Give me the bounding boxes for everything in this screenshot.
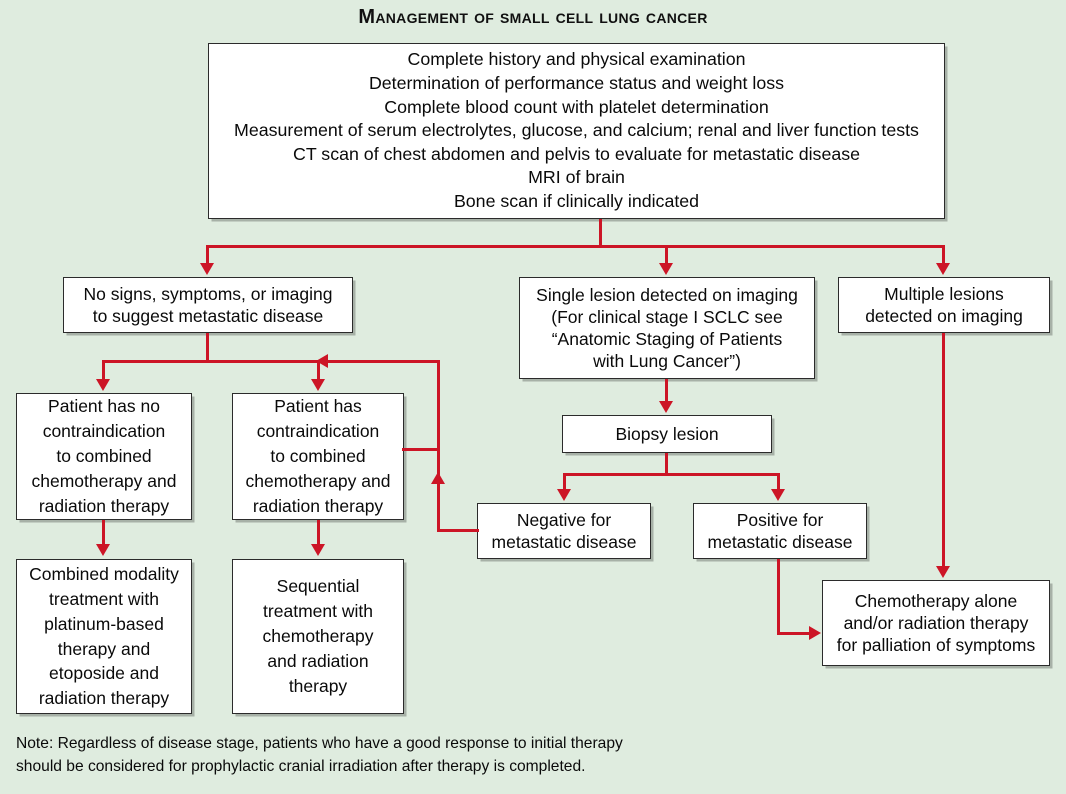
node-single-lesion-label: Single lesion detected on imaging (For c… — [536, 284, 798, 372]
connector-to-no-signs — [206, 245, 209, 265]
node-no-contraindication: Patient has no contraindication to combi… — [16, 393, 192, 520]
node-multiple-lesions-label: Multiple lesions detected on imaging — [865, 283, 1023, 326]
arrowhead-to-positive — [771, 489, 785, 501]
node-initial-workup: Complete history and physical examinatio… — [208, 43, 945, 219]
arrowhead-multiple-to-palliation — [936, 566, 950, 578]
connector-biopsy-stem — [665, 453, 668, 475]
node-multiple-lesions: Multiple lesions detected on imaging — [838, 277, 1050, 333]
node-sequential-treatment-label: Sequential treatment with chemotherapy a… — [262, 576, 374, 696]
connector-positive-drop — [777, 559, 780, 635]
footer-note: Note: Regardless of disease stage, patie… — [16, 735, 623, 775]
node-negative-metastatic-label: Negative for metastatic disease — [491, 509, 637, 552]
connector-negative-branch-to-contraindication — [402, 448, 440, 451]
arrowhead-negative-riser-up — [431, 472, 445, 484]
connector-workup-split-bar — [206, 245, 945, 248]
connector-contraindication-split-bar — [102, 360, 327, 363]
node-no-signs-symptoms: No signs, symptoms, or imaging to sugges… — [63, 277, 353, 333]
connector-positive-to-palliation — [777, 632, 813, 635]
connector-to-sequential — [317, 520, 320, 546]
node-combined-modality-treatment-label: Combined modality treatment with platinu… — [29, 563, 179, 709]
node-biopsy-lesion-label: Biopsy lesion — [615, 423, 719, 444]
node-negative-metastatic: Negative for metastatic disease — [477, 503, 651, 559]
connector-negative-return-bar — [325, 360, 439, 363]
connector-to-negative — [563, 473, 566, 490]
arrowhead-negative-return — [316, 354, 328, 368]
connector-to-combined-modality — [102, 520, 105, 546]
arrowhead-to-multiple-lesions — [936, 263, 950, 275]
node-palliative-treatment: Chemotherapy alone and/or radiation ther… — [822, 580, 1050, 666]
arrowhead-to-no-signs — [200, 263, 214, 275]
node-initial-workup-label: Complete history and physical examinatio… — [234, 49, 919, 212]
arrowhead-to-sequential — [311, 544, 325, 556]
connector-biopsy-split-bar — [563, 473, 780, 476]
connector-to-single-lesion — [665, 245, 668, 265]
node-has-contraindication: Patient has contraindication to combined… — [232, 393, 404, 520]
connector-to-multiple-lesions — [942, 245, 945, 265]
node-combined-modality-treatment: Combined modality treatment with platinu… — [16, 559, 192, 714]
connector-no-signs-stem — [206, 333, 209, 362]
arrowhead-positive-to-palliation — [809, 626, 821, 640]
connector-workup-stem — [599, 219, 602, 247]
node-single-lesion: Single lesion detected on imaging (For c… — [519, 277, 815, 379]
node-no-signs-symptoms-label: No signs, symptoms, or imaging to sugges… — [83, 283, 333, 326]
arrowhead-to-no-contraindication — [96, 379, 110, 391]
node-has-contraindication-label: Patient has contraindication to combined… — [245, 396, 391, 516]
connector-to-positive — [777, 473, 780, 490]
node-palliative-treatment-label: Chemotherapy alone and/or radiation ther… — [836, 590, 1036, 656]
arrowhead-to-single-lesion — [659, 263, 673, 275]
node-sequential-treatment: Sequential treatment with chemotherapy a… — [232, 559, 404, 714]
node-biopsy-lesion: Biopsy lesion — [562, 415, 772, 453]
connector-single-to-biopsy — [665, 379, 668, 403]
connector-to-no-contraindication — [102, 360, 105, 382]
connector-negative-exit — [437, 529, 479, 532]
arrowhead-to-negative — [557, 489, 571, 501]
connector-negative-riser — [437, 360, 440, 532]
page-title: Management of Small Cell Lung Cancer — [358, 6, 708, 28]
connector-to-has-contraindication — [317, 360, 320, 382]
node-no-contraindication-label: Patient has no contraindication to combi… — [31, 396, 177, 516]
connector-multiple-to-palliation — [942, 333, 945, 567]
arrowhead-single-to-biopsy — [659, 401, 673, 413]
node-positive-metastatic: Positive for metastatic disease — [693, 503, 867, 559]
node-positive-metastatic-label: Positive for metastatic disease — [707, 509, 853, 552]
arrowhead-to-has-contraindication — [311, 379, 325, 391]
arrowhead-to-combined-modality — [96, 544, 110, 556]
